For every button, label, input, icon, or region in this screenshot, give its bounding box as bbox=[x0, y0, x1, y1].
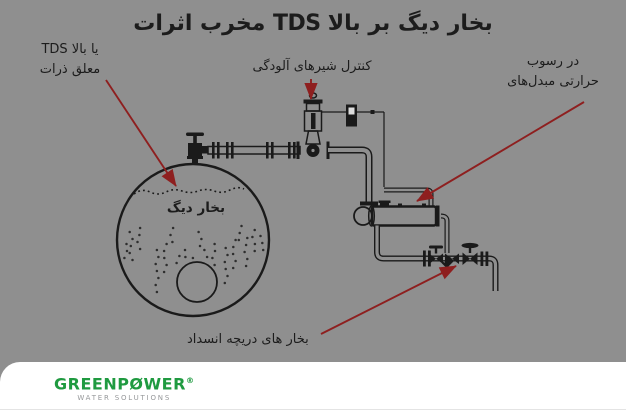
label-heat-exchanger-line2: مبدل‌های‎ حرارتی bbox=[507, 74, 599, 89]
control-valve bbox=[296, 92, 330, 159]
label-steam-traps: انسداد‎ دریچه‎ های‎ بخار bbox=[187, 332, 309, 347]
small-valve bbox=[429, 245, 443, 264]
red-arrows bbox=[105, 79, 585, 335]
brand-text: GREENPØWER bbox=[54, 374, 186, 394]
boiler-label: دیگ‎ بخار bbox=[166, 200, 226, 216]
boiler-vessel bbox=[115, 162, 271, 318]
arrow-to-steam-trap bbox=[320, 265, 457, 335]
page-title: اثرات‎ مخرب‎ TDS بالا‎ بر‎ دیگ‎ بخار bbox=[133, 11, 493, 36]
water-level-dotted-line bbox=[133, 186, 245, 195]
greenpower-logo: GREENPØWER® WATER SOLUTIONS bbox=[54, 372, 194, 403]
label-high-tds: TDS بالا‎ یا ذرات‎ معلق bbox=[16, 40, 124, 80]
globe-valve bbox=[461, 242, 479, 265]
footer-divider bbox=[0, 409, 626, 410]
steam-pipe bbox=[207, 142, 301, 159]
arrow-tds-to-boiler bbox=[105, 79, 177, 187]
furnace-tube bbox=[176, 261, 218, 303]
controller-box bbox=[346, 104, 357, 127]
label-high-tds-line1: TDS بالا‎ یا bbox=[41, 42, 99, 57]
label-heat-exchanger-line1: رسوب‎ در bbox=[526, 54, 580, 69]
label-heat-exchanger: رسوب‎ در مبدل‌های‎ حرارتی bbox=[492, 52, 614, 92]
steam-trap-line bbox=[423, 242, 499, 291]
brand-wordmark: GREENPØWER® bbox=[54, 372, 194, 393]
arrow-to-exchanger bbox=[416, 101, 585, 202]
pipe-elbow-down bbox=[328, 146, 373, 203]
footer-band: GREENPØWER® WATER SOLUTIONS bbox=[0, 362, 626, 418]
label-high-tds-line2: ذرات‎ معلق bbox=[39, 62, 101, 77]
registered-mark: ® bbox=[185, 376, 195, 385]
boiler-top-valve bbox=[186, 132, 208, 165]
heat-exchanger bbox=[353, 200, 450, 262]
controller-signal-line bbox=[322, 104, 434, 206]
suspended-particles-dots bbox=[123, 224, 265, 294]
brand-tagline: WATER SOLUTIONS bbox=[77, 394, 172, 403]
label-control-valves: آلودگی‎ شیرهای‎ کنترل bbox=[252, 59, 372, 74]
